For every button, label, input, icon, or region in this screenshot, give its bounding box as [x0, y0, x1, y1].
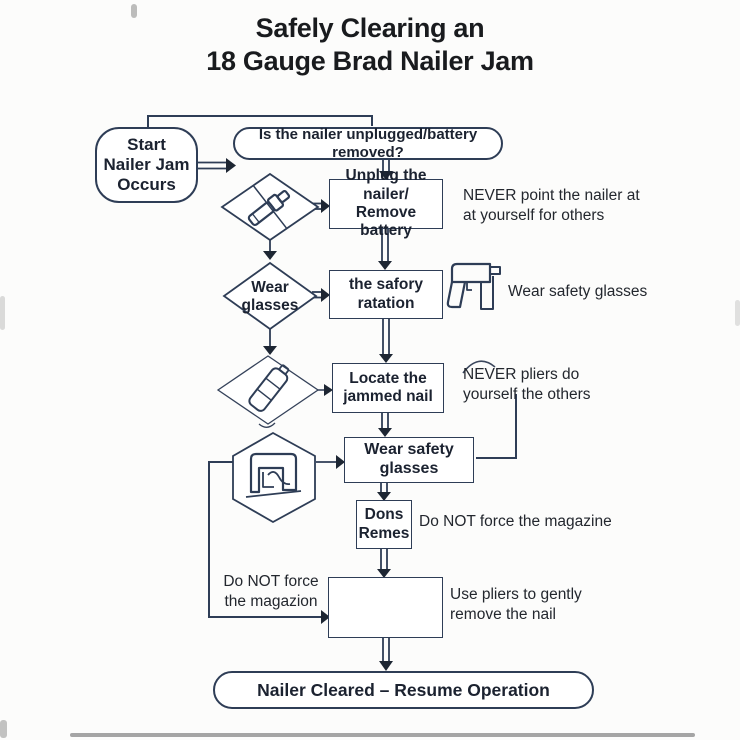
note-line: NEVER point the nailer at — [463, 187, 640, 204]
label-line: Locate the — [349, 369, 427, 387]
title-line-2: 18 Gauge Brad Nailer Jam — [206, 45, 534, 76]
staple-gun-icon — [245, 452, 302, 498]
edge-artifact — [131, 4, 137, 18]
note-line: the magazion — [224, 592, 318, 610]
edge-artifact — [735, 300, 740, 326]
connector-note-to-wearsafety — [476, 394, 517, 459]
dons-remes-box: Dons Remes — [356, 500, 412, 549]
edge-artifact — [70, 733, 695, 737]
arrow-dons-to-wrench — [377, 549, 391, 578]
safety-rotation-box: the safory ratation — [329, 270, 443, 319]
arrow-unplug-to-safory — [378, 229, 392, 270]
label-line: Remove battery — [355, 204, 417, 240]
note-no-force-magazion: Do NOT force the magazion — [214, 572, 328, 612]
label-line: Occurs — [117, 175, 176, 195]
battery-magazine-icon — [248, 364, 290, 412]
note-line: Wear safety glasses — [508, 283, 648, 300]
wrench-tools-box — [328, 577, 443, 638]
arrow-question-to-unplug — [379, 159, 393, 180]
label-line: Is the nailer unplugged/battery removed? — [258, 125, 478, 161]
decision-diamond-wear-glasses — [222, 261, 318, 331]
start-node: Start Nailer Jam Occurs — [95, 127, 198, 203]
wear-safety-glasses-box: Wear safety glasses — [344, 437, 474, 483]
decision-diamond-locate — [216, 355, 320, 428]
locate-nail-box: Locate the jammed nail — [332, 363, 444, 413]
note-line: Use pliers to gently — [450, 586, 582, 603]
arrow-diamond1-to-diamond2 — [263, 240, 277, 260]
label-line: glasses — [241, 296, 299, 314]
note-line: Do NOT force — [223, 573, 319, 590]
label-line: Unplug the nailer/ — [345, 167, 427, 203]
connector-hexagon-to-wrench — [208, 461, 330, 624]
note-wear-glasses: Wear safety glasses — [508, 282, 647, 302]
label-line: Nailer Cleared – Resume Operation — [257, 679, 550, 700]
arrow-locate-to-wearsafety — [378, 413, 392, 437]
note-line: NEVER pliers do — [463, 366, 580, 383]
label-line: the safory — [348, 276, 424, 294]
note-no-force-magazine: Do NOT force the magazine — [419, 512, 612, 532]
question-node: Is the nailer unplugged/battery removed? — [233, 125, 503, 161]
arrow-start-right — [197, 158, 236, 173]
decision-diamond-unplug — [220, 172, 320, 242]
edge-artifact — [0, 296, 5, 330]
label-line: Dons — [364, 506, 404, 524]
arrow-wearsafety-to-dons — [377, 483, 391, 501]
arc-over-never — [462, 360, 496, 374]
arrow-wrench-to-end — [379, 638, 393, 671]
note-line: Do NOT force the magazine — [419, 513, 612, 530]
arrow-diamond2-to-diamond3 — [263, 329, 277, 355]
label-line: ratation — [357, 294, 415, 312]
label-line: Wear safety glasses — [364, 441, 454, 477]
label-line: Nailer Jam — [103, 154, 190, 174]
title-line-1: Safely Clearing an — [255, 13, 485, 43]
edge-artifact — [0, 720, 7, 738]
note-line: at yourself for others — [463, 206, 605, 224]
note-never-pliers: NEVER pliers do yourself the others — [463, 365, 591, 405]
label-line: Remes — [358, 524, 410, 542]
label-line: Start — [127, 134, 166, 154]
arrow-safory-to-locate — [379, 319, 393, 363]
driver-tool-icon — [247, 185, 291, 229]
label-line: jammed nail — [343, 388, 433, 405]
brad-nailer-icon — [446, 262, 501, 310]
note-never-point: NEVER point the nailer at at yourself fo… — [463, 186, 640, 226]
note-use-pliers: Use pliers to gently remove the nail — [450, 585, 582, 625]
page-title: Safely Clearing an 18 Gauge Brad Nailer … — [0, 12, 740, 78]
arrow-hexagon-to-wearsafety — [316, 455, 345, 469]
decision-hexagon-stapler — [232, 431, 316, 524]
note-line: yourself the others — [463, 385, 591, 403]
connector-start-to-question-top — [147, 115, 373, 128]
unplug-box: Unplug the nailer/ Remove battery — [329, 167, 443, 239]
note-line: remove the nail — [450, 605, 556, 623]
wear-glasses-diamond-label: Wear glasses — [230, 279, 310, 315]
label-line: Wear — [251, 279, 289, 296]
end-node: Nailer Cleared – Resume Operation — [213, 671, 594, 709]
